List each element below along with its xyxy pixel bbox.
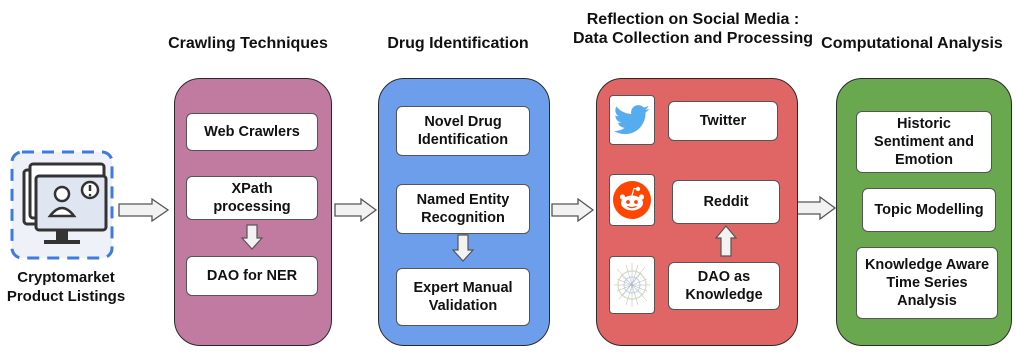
stage-item-twitter: Twitter [668,101,778,141]
stage-item-historic-sentiment: Historic Sentiment and Emotion [856,111,992,173]
arrow-right-icon [551,198,595,222]
cryptomarket-label: Cryptomarket Product Listings [6,269,126,305]
stage-title-social-media: Reflection on Social Media : Data Collec… [572,11,814,47]
twitter-bird-icon [614,105,650,135]
twitter-icon-box [609,95,655,145]
stage-item-topic-modelling: Topic Modelling [862,188,996,232]
arrow-up-icon [715,225,737,257]
reddit-alien-icon [613,181,651,219]
stage-item-dao-as-knowledge: DAO as Knowledge [668,262,780,310]
knowledge-graph-icon [614,263,650,307]
arrow-right-icon [118,198,170,222]
stage-item-knowledge-aware-time-series: Knowledge Aware Time Series Analysis [856,247,998,319]
stage-item-reddit: Reddit [672,180,780,224]
stage-item-expert-manual-validation: Expert Manual Validation [396,268,530,326]
stage-title-computational-analysis: Computational Analysis [821,35,1003,52]
stage-item-novel-drug-identification: Novel Drug Identification [396,106,530,156]
arrow-down-icon [452,234,474,262]
arrow-down-icon [241,224,263,250]
cryptomarket-icon [10,150,114,260]
stage-item-xpath-processing: XPath processing [186,176,318,220]
stage-item-dao-for-ner: DAO for NER [186,256,318,296]
stage-title-crawling: Crawling Techniques [168,35,328,52]
arrow-right-icon [334,198,378,222]
stage-title-drug-identification: Drug Identification [387,35,529,52]
arrow-right-icon [795,196,837,220]
stage-item-web-crawlers: Web Crawlers [186,113,318,151]
knowledge-icon-box [609,256,655,314]
reddit-icon-box [609,174,655,226]
stage-item-named-entity-recognition: Named Entity Recognition [396,184,530,234]
